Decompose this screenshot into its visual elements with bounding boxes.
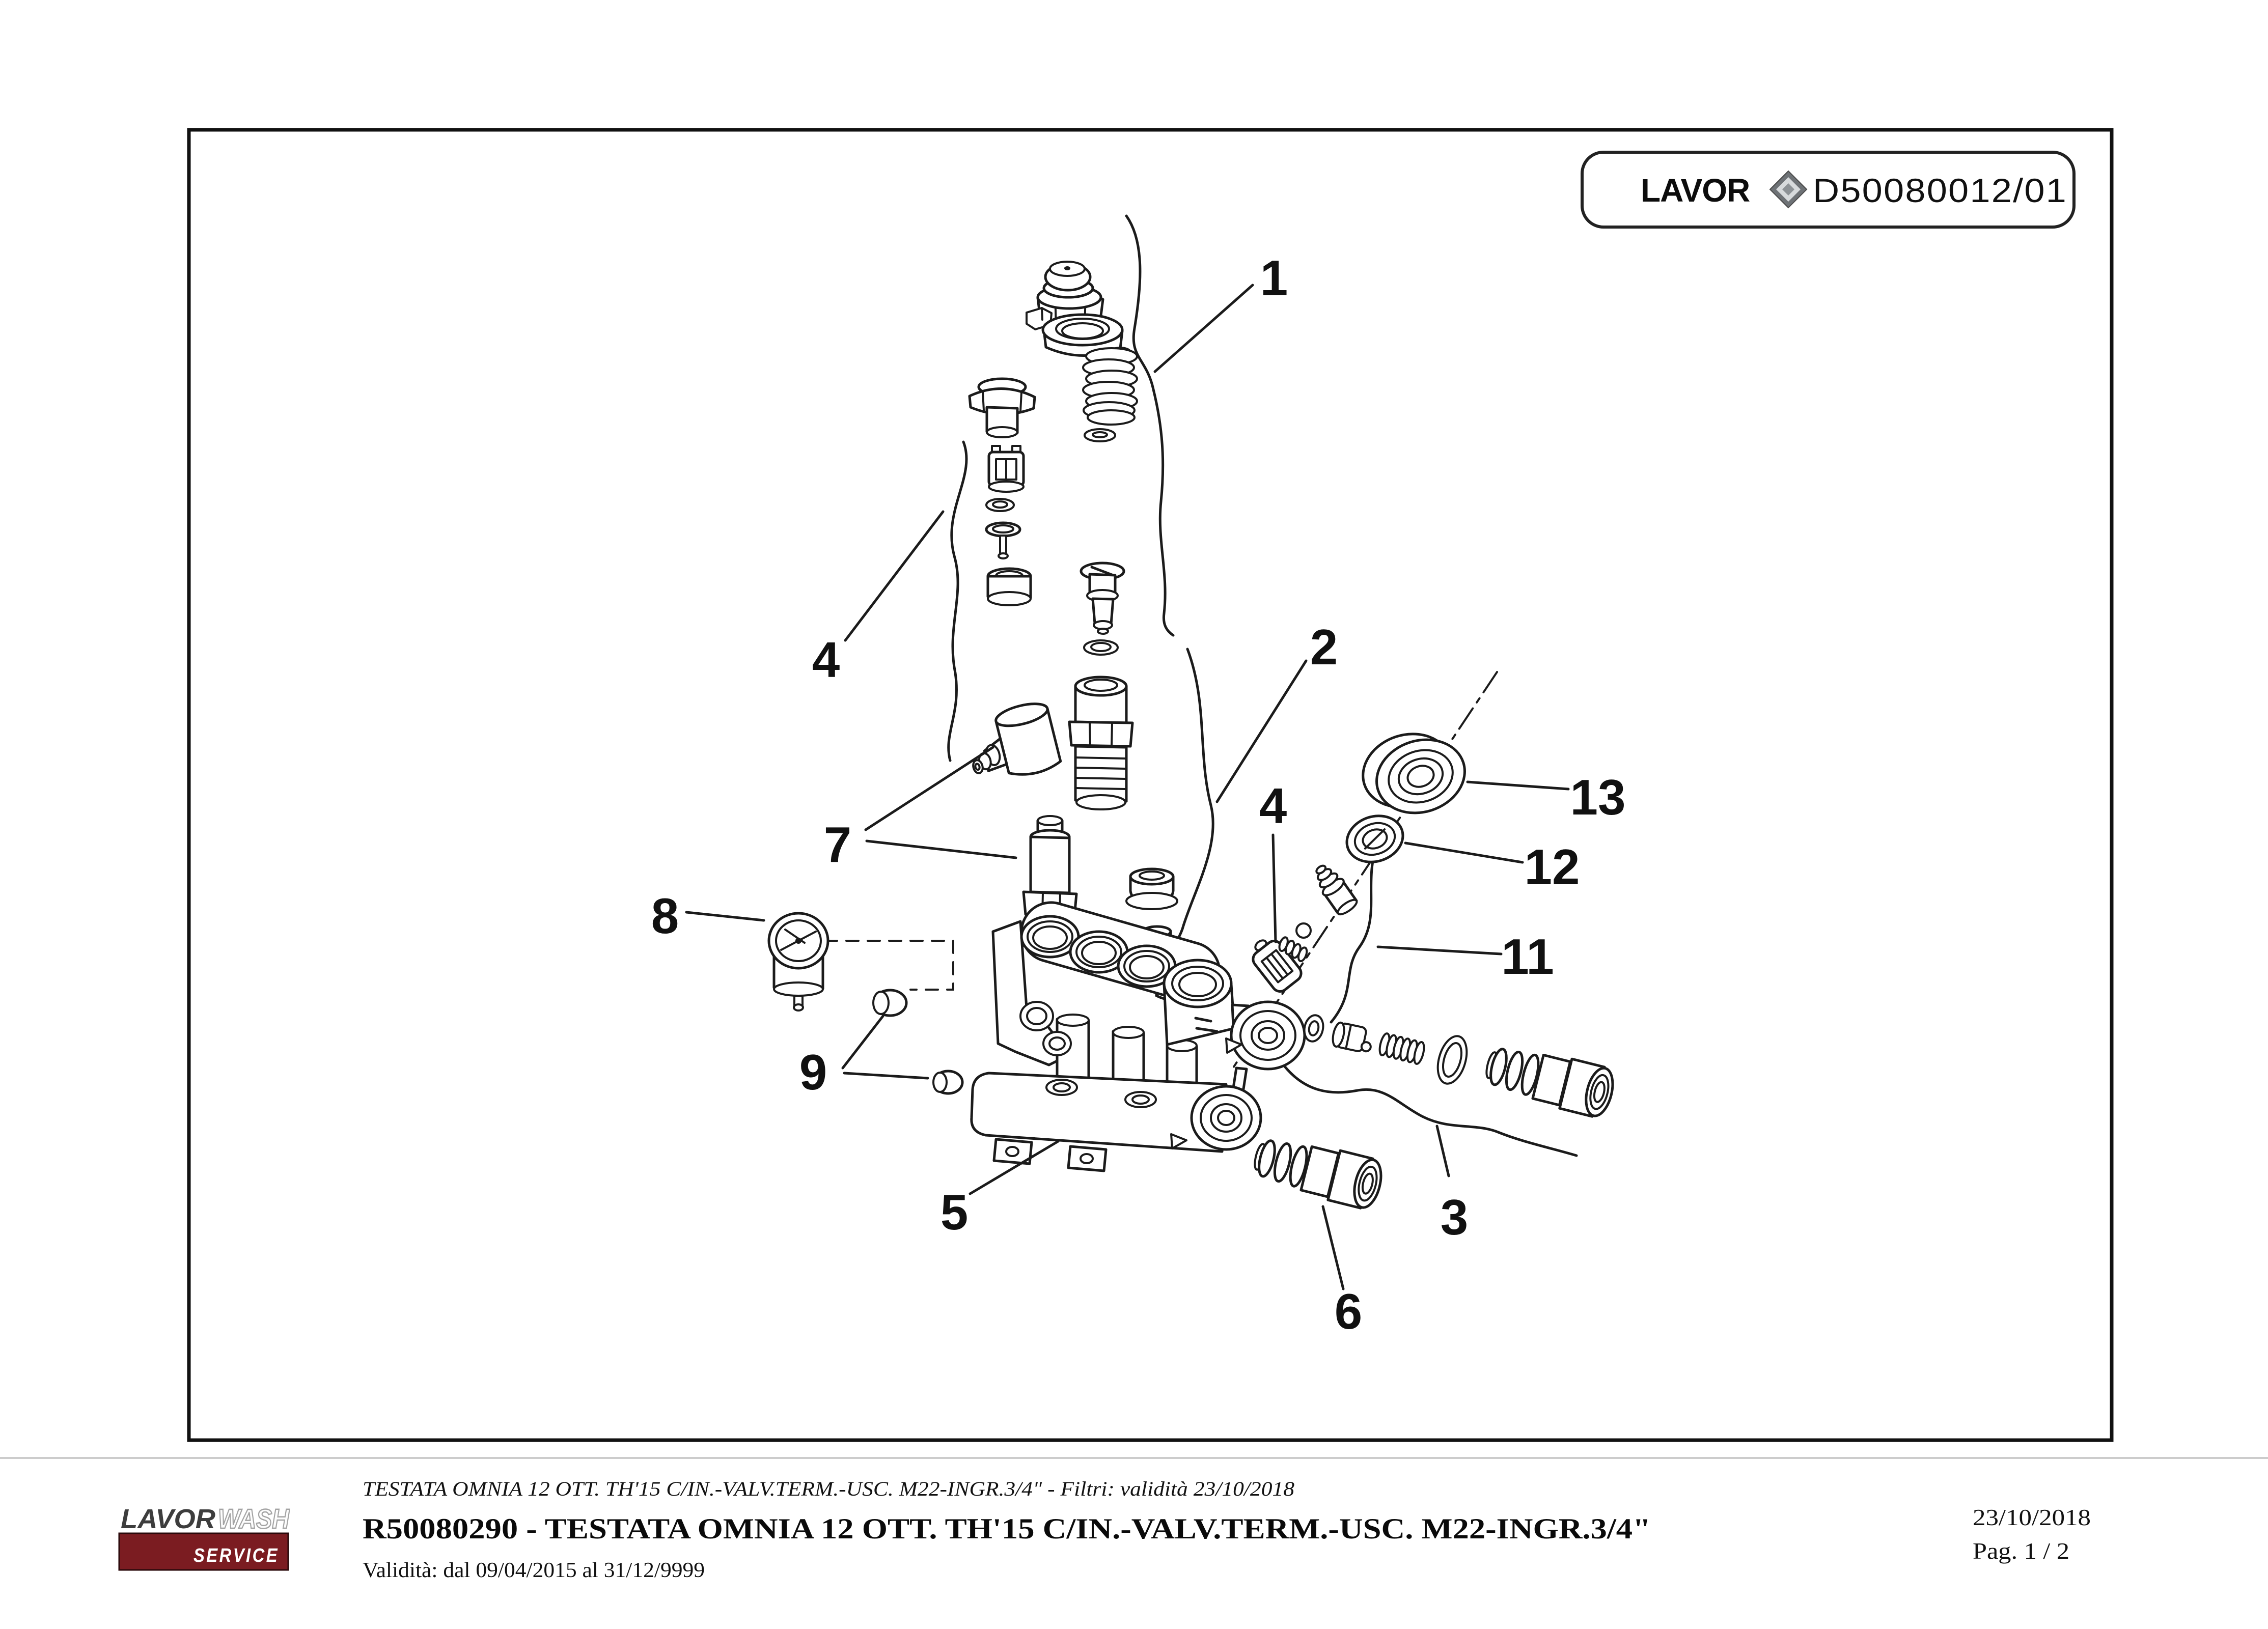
part-valve-plug — [968, 377, 1036, 438]
callout-numbers: 1 2 3 4 4 5 6 7 8 9 11 12 13 — [651, 250, 1626, 1339]
leader-9b — [843, 1072, 929, 1080]
part-valve-cage — [987, 445, 1025, 493]
callout-7: 7 — [824, 817, 852, 873]
part-piston — [1080, 561, 1125, 635]
callout-11: 11 — [1501, 929, 1554, 985]
gauge-connection-dashed — [824, 940, 954, 991]
leader-7b — [865, 839, 1017, 859]
part-filter — [1252, 939, 1303, 993]
leader-1 — [1153, 284, 1254, 373]
bracket-group-4 — [947, 440, 968, 762]
footer-page-number: Pag. 1 / 2 — [1973, 1538, 2069, 1564]
leader-8 — [685, 911, 765, 922]
part-hose-barb-6 — [1254, 1139, 1382, 1210]
leader-11 — [1376, 945, 1503, 956]
footer-logo-wash: WASH — [218, 1504, 290, 1534]
callout-9: 9 — [799, 1044, 827, 1100]
footer-validity: Validità: dal 09/04/2015 al 31/12/9999 — [363, 1559, 705, 1582]
leader-3 — [1435, 1125, 1450, 1177]
part-check-valve — [1278, 864, 1358, 963]
footer-logo: LAVOR WASH SERVICE — [118, 1503, 290, 1571]
part-inlet-kit — [1303, 1014, 1468, 1085]
part-coupler-nut — [1362, 733, 1466, 814]
leader-9a — [841, 1015, 884, 1070]
leader-7a — [864, 746, 994, 831]
part-valve-seat — [986, 567, 1032, 606]
title-block: LAVOR D50080012/01 — [1581, 151, 2076, 229]
part-outlet-nipple — [1068, 676, 1134, 810]
footer-title: R50080290 - TESTATA OMNIA 12 OTT. TH'15 … — [363, 1513, 1651, 1545]
part-hose-barb-3 — [1485, 1048, 1614, 1118]
part-seal-ring — [1345, 814, 1404, 863]
part-seal-grommet — [1125, 867, 1178, 910]
callout-4-left: 4 — [812, 632, 840, 688]
callout-6: 6 — [1335, 1283, 1363, 1339]
callout-5: 5 — [941, 1184, 969, 1240]
part-plug-b — [932, 1070, 964, 1095]
leader-12 — [1404, 841, 1524, 864]
part-spring — [1082, 347, 1138, 426]
drawing-code: D50080012/01 — [1813, 172, 2067, 209]
footer-date: 23/10/2018 — [1973, 1504, 2091, 1530]
bracket-group-2 — [1167, 648, 1214, 949]
drawing-border — [187, 128, 2114, 1442]
part-valve-oring — [985, 498, 1015, 512]
part-plug-a — [872, 989, 908, 1017]
callout-13: 13 — [1570, 769, 1625, 825]
part-manifold — [970, 901, 1306, 1172]
callout-8: 8 — [651, 888, 679, 944]
callout-4-mid: 4 — [1259, 778, 1287, 834]
leader-5 — [969, 1140, 1060, 1195]
part-pressure-gauge — [767, 912, 829, 1012]
leader-lines — [685, 284, 1570, 1290]
bracket-group-1 — [1125, 214, 1175, 637]
part-piston-oring — [1083, 639, 1119, 656]
callout-12: 12 — [1524, 839, 1580, 895]
leader-4-mid — [1271, 833, 1277, 943]
footer-subtitle: TESTATA OMNIA 12 OTT. TH'15 C/IN.-VALV.T… — [363, 1477, 1294, 1500]
brand-diamond-icon — [1769, 170, 1808, 209]
leader-6 — [1321, 1205, 1345, 1290]
footer-logo-bar — [118, 1532, 289, 1571]
callout-2: 2 — [1310, 619, 1338, 675]
leader-2 — [1215, 659, 1308, 803]
callout-3: 3 — [1441, 1189, 1469, 1245]
footer-logo-service: SERVICE — [193, 1545, 279, 1566]
footer-logo-lavor: LAVOR — [121, 1504, 215, 1534]
part-valve-poppet — [985, 521, 1021, 559]
leader-13 — [1466, 780, 1570, 791]
brand-logo-text: LAVOR — [1641, 172, 1750, 209]
leader-4-left — [844, 510, 945, 642]
callout-1: 1 — [1260, 250, 1288, 306]
bracket-group-11 — [1330, 839, 1380, 1024]
part-washer — [1084, 428, 1116, 442]
bracket-group-3 — [1280, 1060, 1578, 1157]
footer-text: TESTATA OMNIA 12 OTT. TH'15 C/IN.-VALV.T… — [363, 1477, 2091, 1582]
